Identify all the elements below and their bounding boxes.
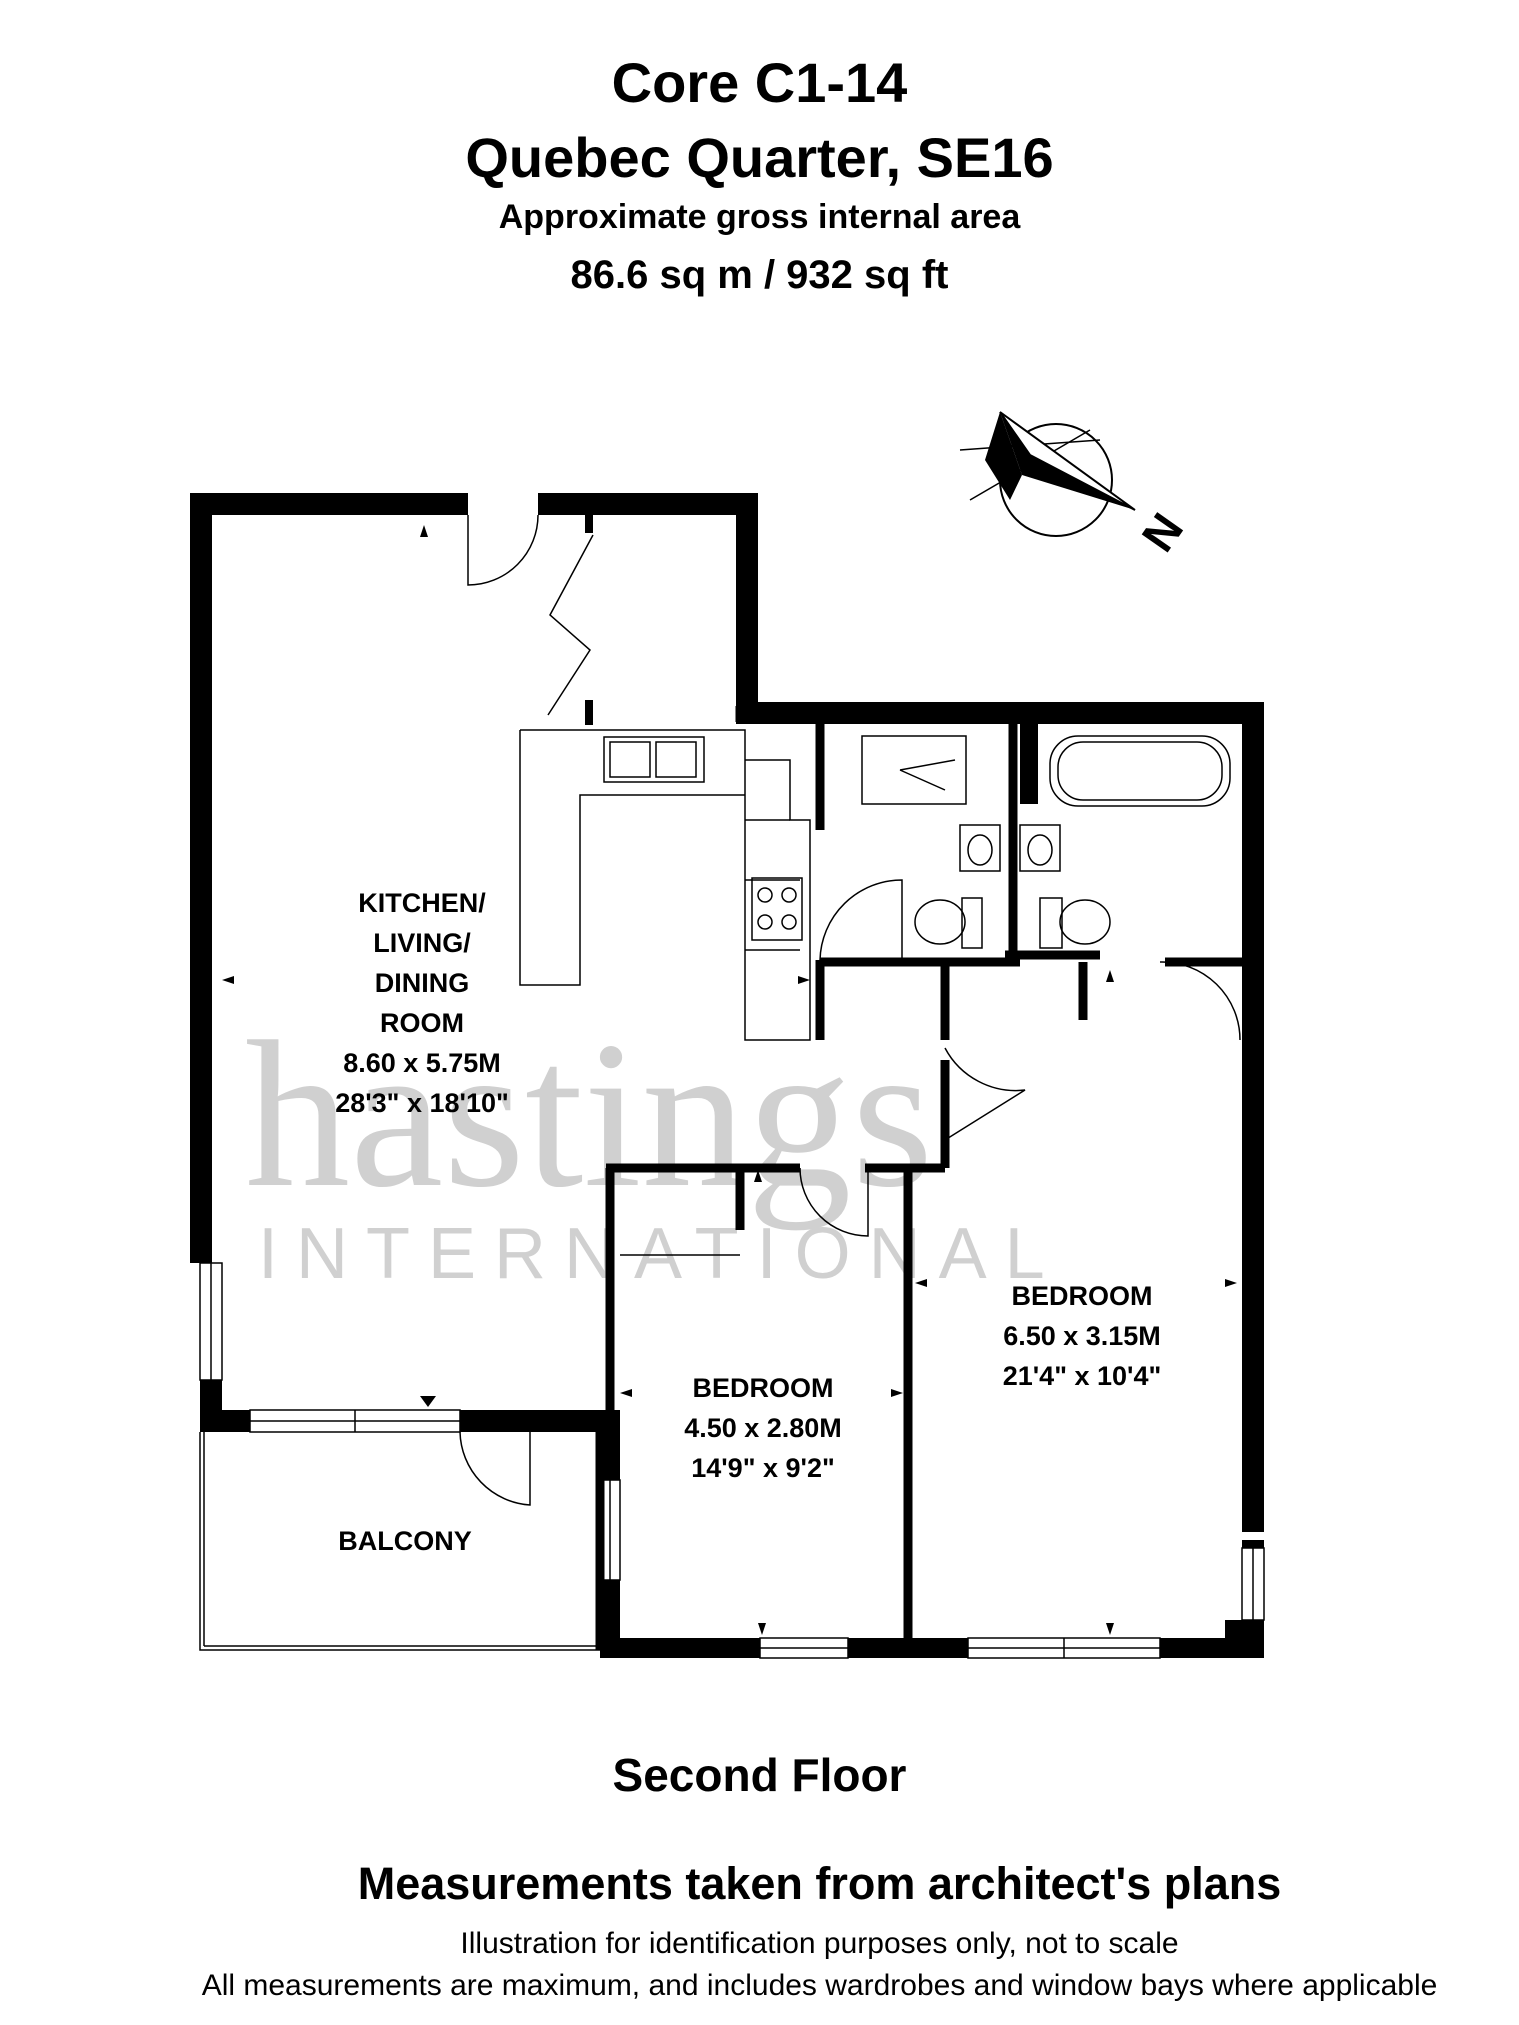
kitchen-imperial: 28'3" x 18'10" <box>335 1088 509 1118</box>
area-value: 86.6 sq m / 932 sq ft <box>570 253 949 297</box>
bedroom-left-imperial: 14'9" x 9'2" <box>691 1453 835 1483</box>
disclaimer-line-1: Illustration for identification purposes… <box>460 1927 1179 1960</box>
dimension-markers <box>222 525 1237 1635</box>
bedroom-right-imperial: 21'4" x 10'4" <box>1003 1361 1162 1391</box>
walls <box>190 493 1264 1658</box>
bedroom-left-name: BEDROOM <box>693 1373 834 1403</box>
kitchen-metric: 8.60 x 5.75M <box>343 1048 501 1078</box>
property-address: Quebec Quarter, SE16 <box>465 126 1054 189</box>
door-swings <box>459 514 1241 1506</box>
kitchen-label-1: KITCHEN/ <box>358 888 486 918</box>
kitchen-label-3: DINING <box>375 968 470 998</box>
fixtures <box>199 729 1265 1659</box>
north-label: N <box>1131 504 1193 561</box>
area-caption: Approximate gross internal area <box>498 198 1021 236</box>
bedroom-left-metric: 4.50 x 2.80M <box>684 1413 842 1443</box>
disclaimer-line-2: All measurements are maximum, and includ… <box>201 1969 1438 2002</box>
floor-label: Second Floor <box>612 1749 907 1801</box>
property-title: Core C1-14 <box>611 51 908 114</box>
internal-walls <box>595 706 1242 1658</box>
measurement-note: Measurements taken from architect's plan… <box>357 1858 1282 1909</box>
kitchen-label-4: ROOM <box>380 1008 464 1038</box>
watermark-sub: INTERNATIONAL <box>258 1214 1063 1294</box>
bedroom-right-metric: 6.50 x 3.15M <box>1003 1321 1161 1351</box>
balcony-label: BALCONY <box>338 1526 472 1556</box>
kitchen-label-2: LIVING/ <box>373 928 471 958</box>
compass-icon <box>959 411 1136 537</box>
bedroom-right-name: BEDROOM <box>1012 1281 1153 1311</box>
